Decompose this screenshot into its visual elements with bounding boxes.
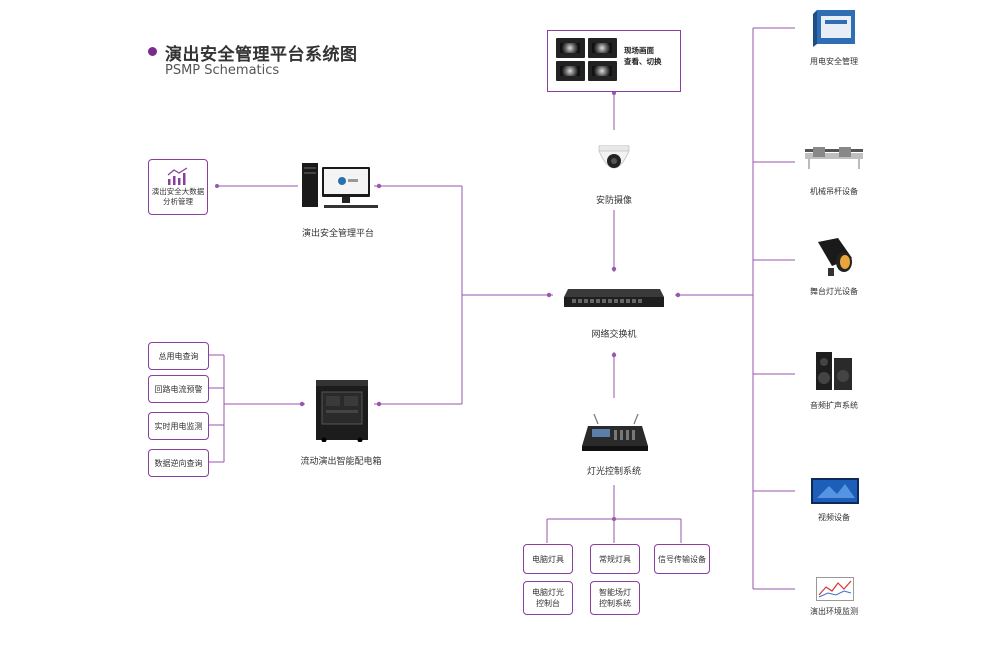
regular-lights-box: 常规灯具 xyxy=(590,544,640,574)
camera-view-panel: 现场画面 查看、切换 xyxy=(547,30,681,92)
video-thumbnail-3 xyxy=(556,61,585,81)
distribution-box-icon xyxy=(314,380,370,443)
right-device-label-power: 用电安全管理 xyxy=(810,57,858,66)
video-thumbnail-2 xyxy=(588,38,617,58)
computer-icon xyxy=(298,163,378,211)
power-cabinet-icon xyxy=(811,8,859,48)
right-device-label-audio: 音频扩声系统 xyxy=(810,401,858,410)
page-title: 演出安全管理平台系统图 xyxy=(165,45,358,65)
distribution-box-label: 流动演出智能配电箱 xyxy=(300,457,382,467)
analytics-box: 演出安全大数据 分析管理 xyxy=(148,159,208,215)
signal-transmission-box: 信号传输设备 xyxy=(654,544,710,574)
right-device-label-environment: 演出环境监测 xyxy=(810,607,858,616)
lighting-console-icon xyxy=(582,412,648,452)
switch-label: 网络交换机 xyxy=(591,330,637,340)
video-thumbnail-4 xyxy=(588,61,617,81)
power-item-reverse-query: 数据逆向查询 xyxy=(148,449,209,477)
camera-label: 安防摄像 xyxy=(595,196,633,206)
network-switch-icon xyxy=(564,285,664,309)
camera-view-caption: 现场画面 查看、切换 xyxy=(624,46,662,66)
computer-lights-box: 电脑灯具 xyxy=(523,544,573,574)
video-display-icon xyxy=(811,478,859,504)
environment-monitor-icon xyxy=(816,577,854,601)
analytics-label: 演出安全大数据 分析管理 xyxy=(151,187,205,206)
right-device-label-hoist: 机械吊杆设备 xyxy=(810,187,858,196)
title-bullet-icon xyxy=(148,47,157,56)
mechanical-hoist-icon xyxy=(805,143,863,171)
right-device-label-video: 视频设备 xyxy=(818,513,850,522)
security-camera-icon xyxy=(595,144,633,179)
power-item-current-alert: 回路电流预警 xyxy=(148,375,209,403)
page-subtitle: PSMP Schematics xyxy=(165,63,280,78)
lighting-console-box: 电脑灯光 控制台 xyxy=(523,581,573,615)
smart-house-lights-box: 智能场灯 控制系统 xyxy=(590,581,640,615)
audio-speakers-icon xyxy=(812,348,856,392)
lighting-control-label: 灯光控制系统 xyxy=(586,467,642,477)
power-item-realtime: 实时用电监测 xyxy=(148,412,209,440)
video-thumbnail-1 xyxy=(556,38,585,58)
right-device-label-stage-lights: 舞台灯光设备 xyxy=(810,287,858,296)
stage-light-icon xyxy=(814,236,856,278)
power-item-total: 总用电查询 xyxy=(148,342,209,370)
platform-label: 演出安全管理平台 xyxy=(301,229,375,239)
chart-trend-icon xyxy=(167,167,188,185)
